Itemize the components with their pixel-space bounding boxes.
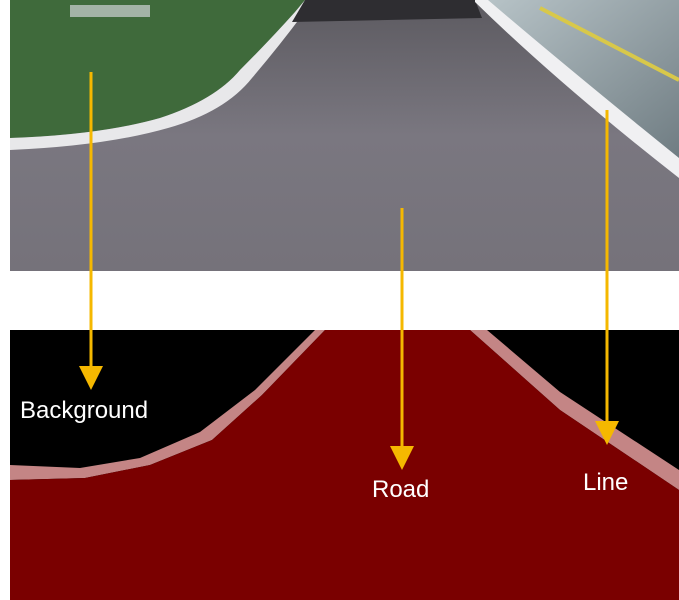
segmentation-mask [10, 330, 679, 600]
white-line-right [475, 0, 679, 178]
label-line: Line [583, 469, 629, 496]
camera-image [10, 0, 679, 271]
object-top-left [70, 5, 150, 17]
white-curb-left [10, 0, 315, 150]
grass-area [10, 0, 305, 138]
far-road [292, 0, 482, 22]
label-road: Road [372, 476, 430, 503]
line-class-left [10, 330, 325, 480]
line-class-right [470, 330, 679, 490]
road-class-region [10, 330, 679, 600]
label-background: Background [20, 397, 149, 424]
floor-yellow-line [539, 6, 679, 82]
